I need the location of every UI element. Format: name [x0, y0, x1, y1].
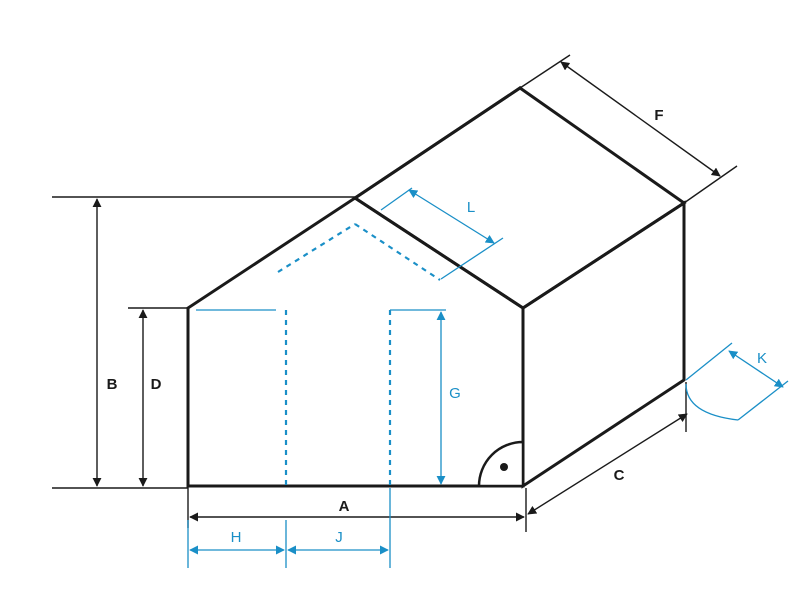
roof-right-plane	[352, 86, 687, 310]
front-gable-wall	[186, 196, 525, 488]
dimension-l-label: L	[467, 199, 475, 216]
inner-gable-left-hidden	[277, 223, 356, 273]
dimension-h-label: H	[231, 529, 242, 546]
dimension-k-label: K	[757, 350, 767, 367]
dimension-f-label: F	[654, 107, 663, 124]
dimension-j-label: J	[335, 529, 343, 546]
dimension-d-label: D	[151, 376, 162, 393]
dimension-a: A	[187, 486, 527, 532]
dimension-c-label: C	[614, 467, 625, 484]
hidden-lines	[277, 223, 441, 486]
building-outline	[186, 85, 687, 489]
dimension-k: K	[685, 342, 789, 421]
dimension-b-label: B	[107, 376, 118, 393]
side-wall	[521, 200, 686, 489]
dimension-g: G	[390, 309, 461, 485]
roof-ridge-front-left	[352, 85, 523, 201]
inner-gable-right-hidden	[354, 223, 441, 281]
dimension-g-label: G	[449, 385, 461, 402]
dimension-j: J	[287, 488, 391, 568]
dimension-c: C	[527, 382, 688, 515]
dimension-f: F	[519, 54, 738, 204]
dimension-b: B	[52, 196, 355, 489]
dimension-h: H	[187, 520, 287, 568]
dimension-a-label: A	[339, 498, 350, 515]
right-angle-symbol	[477, 440, 525, 488]
dimension-l: L	[380, 187, 504, 280]
dimension-d: D	[128, 307, 188, 487]
